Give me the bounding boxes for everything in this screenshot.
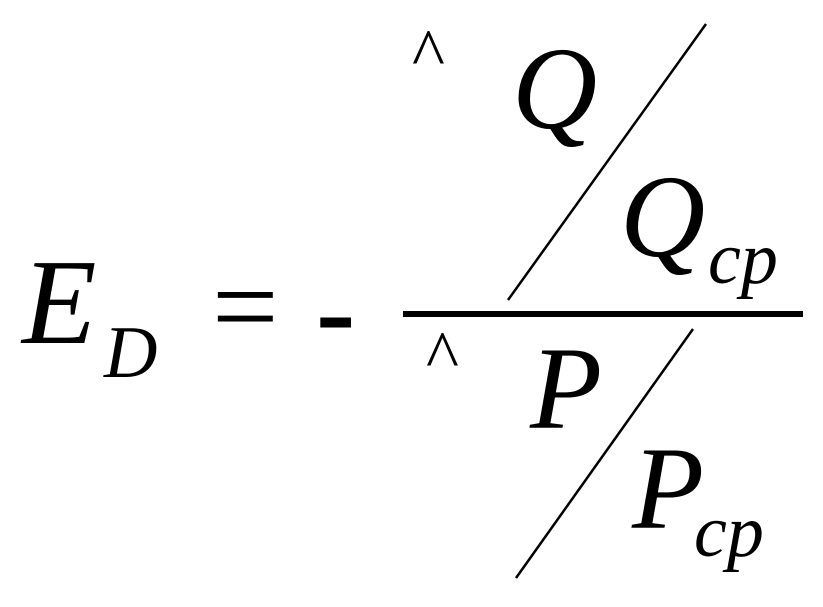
minus-sign: - xyxy=(316,245,356,376)
denominator-top-symbol: P xyxy=(530,323,603,454)
numerator-slash xyxy=(506,23,708,301)
denominator-slash xyxy=(514,328,695,579)
equals-sign: = xyxy=(212,241,279,372)
denominator-bottom-subscript: cp xyxy=(694,491,764,573)
numerator-hat: ^ xyxy=(412,16,445,93)
numerator-bottom-subscript: cp xyxy=(708,218,778,300)
lhs-symbol: E xyxy=(22,235,97,370)
denominator-hat: ^ xyxy=(426,318,459,395)
numerator-top-symbol: Q xyxy=(512,23,598,154)
numerator-bottom-symbol: Q xyxy=(620,151,706,282)
denominator-bottom-symbol: P xyxy=(632,423,705,554)
lhs-subscript: D xyxy=(104,312,158,394)
